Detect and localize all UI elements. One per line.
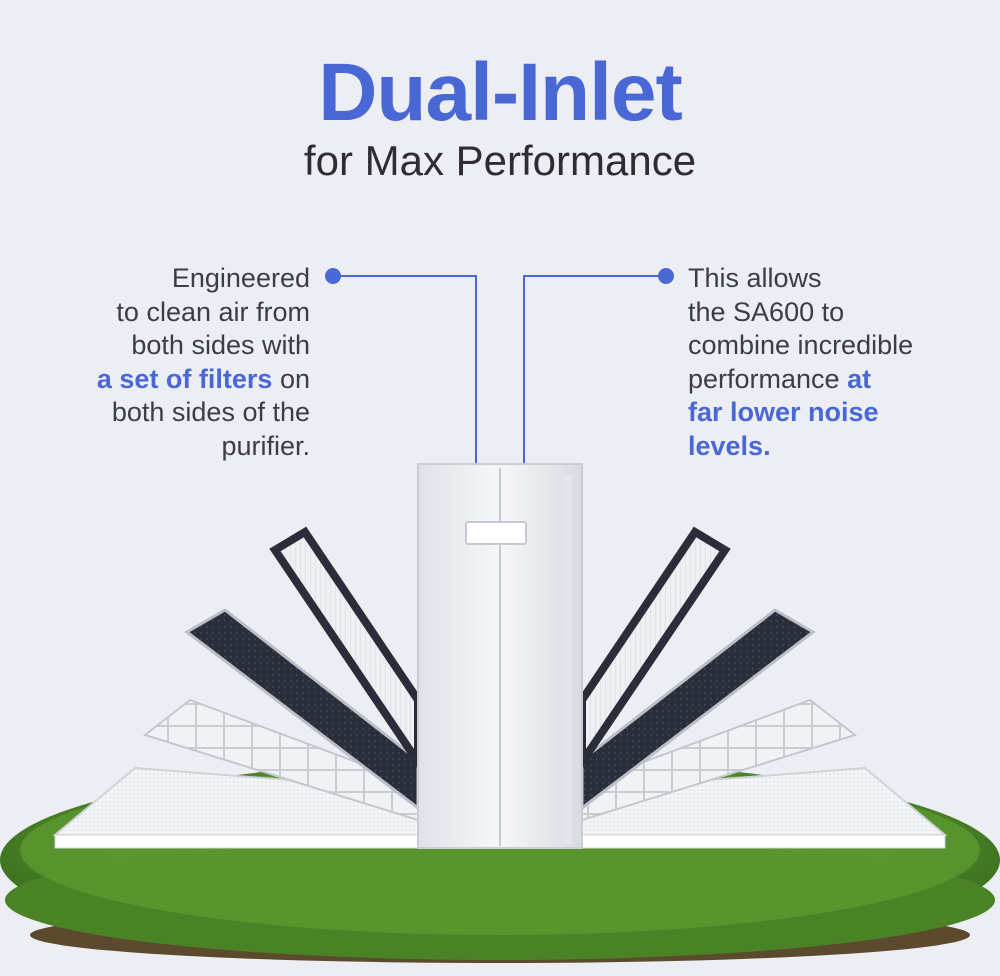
page-title: Dual-Inlet <box>318 47 683 138</box>
left-connector <box>325 268 477 464</box>
right-callout-highlight: levels. <box>688 430 771 461</box>
right-callout-line: the SA600 to <box>688 296 845 327</box>
right-callout-line: performance at <box>688 363 913 397</box>
left-callout-line: purifier. <box>221 430 310 461</box>
right-callout-line: This allows <box>688 263 822 293</box>
right-callout-text: performance <box>688 363 848 394</box>
left-callout-line: Engineered <box>171 263 310 293</box>
handle-slot <box>465 521 527 545</box>
right-callout-highlight: at <box>847 363 872 394</box>
left-callout: Engineered to clean air from both sides … <box>97 262 310 463</box>
left-callout-highlight: a set of filters <box>96 363 273 394</box>
purifier-body <box>417 463 583 849</box>
left-callout-after-highlight: on <box>272 363 310 394</box>
left-callout-line: both sides with <box>131 330 310 360</box>
right-callout: This allows the SA600 to combine incredi… <box>688 262 913 463</box>
left-callout-line: to clean air from <box>116 296 310 327</box>
right-callout-line: combine incredible <box>688 330 914 360</box>
left-callout-line: both sides of the <box>111 397 310 427</box>
right-connector <box>523 268 674 464</box>
left-callout-line: a set of filters on <box>97 363 310 397</box>
page-subtitle: for Max Performance <box>303 137 697 184</box>
right-callout-highlight: far lower noise <box>688 397 879 427</box>
